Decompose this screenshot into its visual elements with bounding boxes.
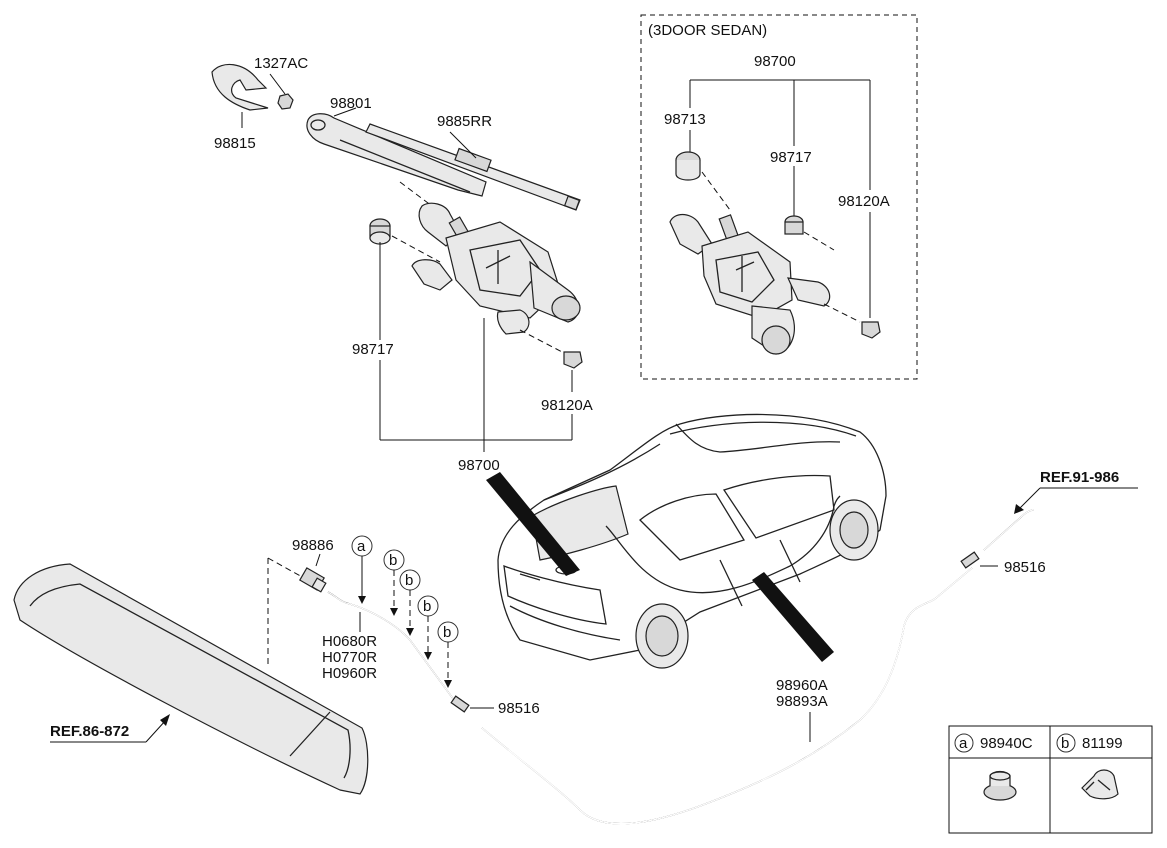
main-assembly-leaders [379, 242, 573, 452]
pointer-to-rear-window [486, 472, 580, 576]
label-98516-right: 98516 [1004, 559, 1046, 576]
pointer-to-hose-route [752, 572, 834, 662]
svg-text:REF.91-986: REF.91-986 [1040, 469, 1119, 486]
callout-b-1: b [383, 549, 405, 616]
label-98120a-box: 98120A [838, 193, 890, 210]
svg-text:98940C: 98940C [980, 735, 1033, 752]
sedan-box-title: (3DOOR SEDAN) [648, 22, 767, 39]
label-98801: 98801 [330, 95, 372, 112]
svg-text:b: b [443, 624, 451, 641]
label-98700-main: 98700 [458, 457, 500, 474]
label-98717-main: 98717 [352, 341, 394, 358]
label-98713: 98713 [664, 111, 706, 128]
clip-81199-part [1081, 769, 1119, 800]
svg-text:REF.86-872: REF.86-872 [50, 723, 129, 740]
nut-part [269, 73, 294, 110]
label-98815: 98815 [214, 135, 256, 152]
wiper-blade-part [365, 123, 581, 211]
label-1327ac: 1327AC [254, 55, 308, 72]
wiper-arm-cap-part [211, 63, 269, 128]
label-98717-box: 98717 [770, 149, 812, 166]
label-98516-left: 98516 [498, 700, 540, 717]
washer-hose-long [481, 567, 973, 825]
label-9885rr: 9885RR [437, 113, 492, 130]
svg-text:b: b [423, 598, 431, 615]
label-98960a: 98960A [776, 677, 828, 694]
washer-hose-upper [327, 591, 455, 701]
sedan-assembly-leaders [689, 79, 871, 318]
svg-text:b: b [389, 552, 397, 569]
hose-connector-right [960, 551, 998, 569]
callout-b-4: b [437, 621, 459, 688]
washer-nozzle-part [299, 553, 327, 593]
rear-spoiler-part [13, 557, 369, 795]
wiper-arm-part [306, 107, 487, 213]
sedan-wiper-motor-part [669, 151, 881, 355]
label-98886: 98886 [292, 537, 334, 554]
label-98700-box: 98700 [754, 53, 796, 70]
label-98893a: 98893A [776, 693, 828, 710]
grommet-98940c-part [983, 770, 1017, 801]
callout-b-2: b [399, 569, 421, 636]
nut-98120a-main [563, 351, 583, 369]
sedan-variant-box [640, 14, 918, 380]
label-98120a-main: 98120A [541, 397, 593, 414]
svg-text:81199: 81199 [1082, 735, 1123, 752]
svg-text:a: a [357, 538, 366, 555]
wiper-motor-part [369, 202, 581, 355]
label-h0770r: H0770R [322, 649, 377, 666]
legend-table [948, 725, 1153, 834]
ref-91-986-callout: REF.91-986 [983, 469, 1138, 551]
ref-86-872-callout: REF.86-872 [50, 714, 170, 743]
hose-connector-left [450, 695, 494, 713]
legend-cell-b: b 81199 [1056, 733, 1123, 753]
svg-text:b: b [1061, 735, 1069, 752]
label-h0960r: H0960R [322, 665, 377, 682]
svg-text:a: a [959, 735, 968, 752]
legend-cell-a: a 98940C [954, 733, 1033, 753]
svg-text:b: b [405, 572, 413, 589]
callout-a: a [351, 535, 373, 604]
callout-b-3: b [417, 595, 439, 660]
label-h0680r: H0680R [322, 633, 377, 650]
